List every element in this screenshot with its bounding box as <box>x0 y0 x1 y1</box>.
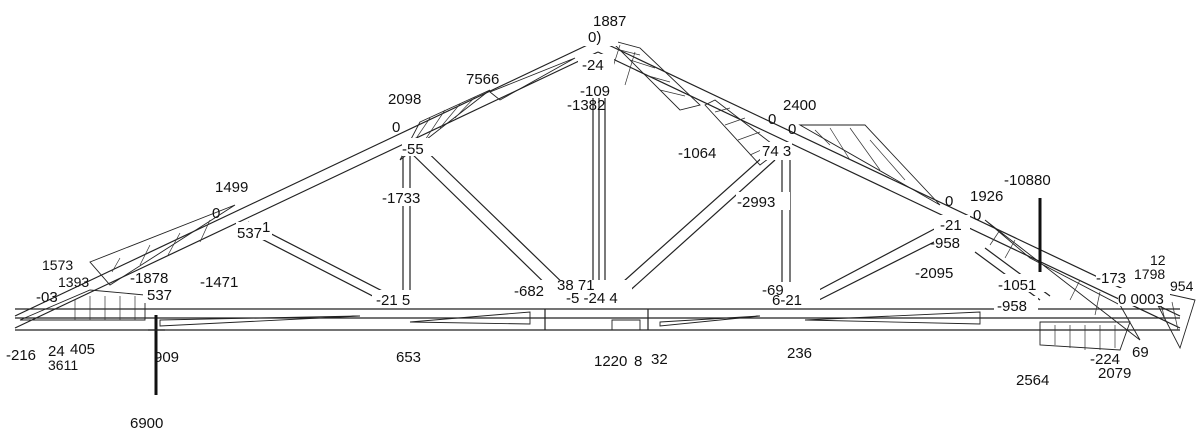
label-left-low-1878: -1878 <box>130 270 168 287</box>
label-right-node-top: 2400 <box>783 97 816 114</box>
label-bot-left-21: -21 5 <box>376 292 410 309</box>
label-bot-center-38: 38 71 <box>557 277 595 294</box>
label-left-end-216: -216 <box>6 347 36 364</box>
label-right-224: -224 <box>1090 351 1120 368</box>
label-right-1064: -1064 <box>678 145 716 162</box>
label-apex-d: -1382 <box>567 97 605 114</box>
label-span-8: 8 <box>634 353 642 370</box>
label-react-left-909: 909 <box>154 349 179 366</box>
label-right-1798: 1798 <box>1134 266 1165 282</box>
label-right-0003: 0 0003 <box>1118 291 1164 308</box>
label-apex-c: -109 <box>580 83 610 100</box>
label-apex-a: 0) <box>588 29 601 46</box>
label-left-end-24: 24 <box>48 343 65 360</box>
label-left-end-405: 405 <box>70 341 95 358</box>
label-apex-top: 1887 <box>593 13 626 30</box>
reaction-left <box>148 315 165 395</box>
force-diagram-bottom-chord <box>159 311 1131 351</box>
label-left-mid-537: 537 <box>237 225 262 242</box>
bottom-chord <box>15 308 1180 331</box>
label-right-node-0b: 0 <box>788 121 796 138</box>
label-span-653: 653 <box>396 349 421 366</box>
label-left-node-top: 2098 <box>388 91 421 108</box>
label-right-958b: -958 <box>997 298 1027 315</box>
label-right-mid-958: -958 <box>930 235 960 252</box>
label-bot-center-682: -682 <box>514 283 544 300</box>
label-right-mid-1926: 1926 <box>970 188 1003 205</box>
label-right-1051: -1051 <box>998 277 1036 294</box>
top-chord-right <box>597 39 1181 329</box>
label-right-69: 69 <box>1132 344 1149 361</box>
label-right-10880: -10880 <box>1004 172 1051 189</box>
member-labels: 1887 0) -24 -109 -1382 7566 2098 0 -55 2… <box>6 13 1194 432</box>
label-apex-b: -24 <box>582 57 604 74</box>
label-left-low-1573: 1573 <box>42 257 73 273</box>
label-web-right-v: -2993 <box>737 194 775 211</box>
label-right-node-743: 74 3 <box>762 143 791 160</box>
label-right-2564: 2564 <box>1016 372 1049 389</box>
label-left-mid-0: 0 <box>212 205 220 222</box>
label-left-mid-1499: 1499 <box>215 179 248 196</box>
label-right-12: 12 <box>1150 252 1166 268</box>
label-right-1954: 954 <box>1170 278 1194 294</box>
label-span-1220: 1220 <box>594 353 627 370</box>
label-react-left-6900: 6900 <box>130 415 163 432</box>
force-diagram-apex <box>608 39 701 111</box>
force-diagram-right-upper <box>704 99 941 206</box>
label-left-end-3611: 3611 <box>48 357 78 373</box>
label-bot-right-69: -69 <box>762 282 784 299</box>
label-span-32: 32 <box>651 351 668 368</box>
label-web-left-v: -1733 <box>382 190 420 207</box>
label-right-node-0a: 0 <box>768 111 776 128</box>
label-left-low-1393: 1393 <box>58 274 89 290</box>
label-right-2079: 2079 <box>1098 365 1131 382</box>
label-left-low-03: -03 <box>36 289 58 306</box>
label-right-mid-21: -21 <box>940 217 962 234</box>
label-bot-center-244: -5 -24 4 <box>566 290 618 307</box>
label-right-mid-0a: 0 <box>945 193 953 210</box>
label-left-low-537: 537 <box>147 287 172 304</box>
top-chord-left <box>14 39 599 329</box>
label-bot-right-621: 6-21 <box>772 292 802 309</box>
label-left-mid-1: 1 <box>262 219 270 236</box>
label-left-node-0: 0 <box>392 119 400 136</box>
label-right-mid-0b: 0 <box>973 207 981 224</box>
label-right-173: -173 <box>1096 270 1126 287</box>
label-left-node-55: -55 <box>402 141 424 158</box>
label-top-left-peak: 7566 <box>466 71 499 88</box>
label-right-2095: -2095 <box>915 265 953 282</box>
label-left-low-1471: -1471 <box>200 274 238 291</box>
label-span-236: 236 <box>787 345 812 362</box>
